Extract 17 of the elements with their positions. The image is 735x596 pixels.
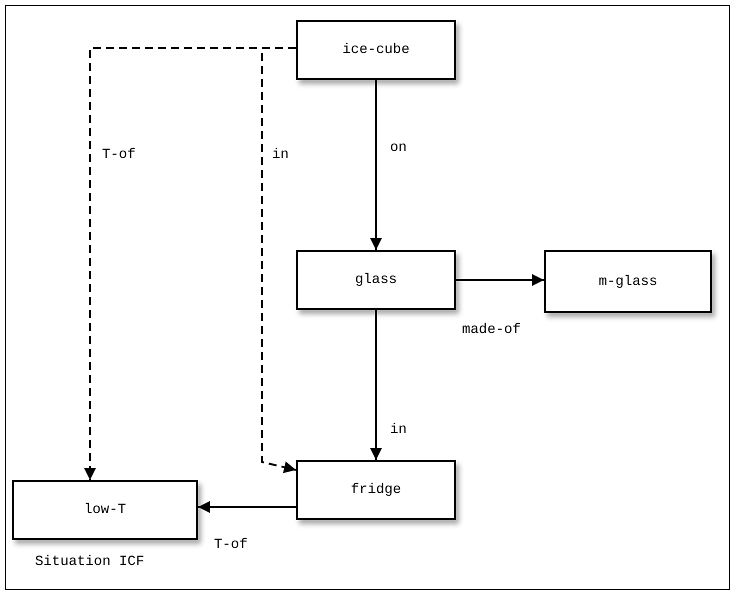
- arrow: [198, 501, 296, 513]
- arrow: [370, 80, 382, 250]
- concept-box: [296, 460, 456, 520]
- arrow: [370, 310, 382, 460]
- dashed-arrow: [261, 47, 296, 474]
- concept-box: [296, 20, 456, 80]
- node-label: m-glass: [598, 274, 658, 290]
- concept-box: [12, 480, 198, 540]
- node-label: ice-cube: [342, 42, 410, 58]
- frame-title: Situation ICF: [35, 554, 144, 570]
- concept-box: [296, 250, 456, 310]
- node-label: low-T: [84, 502, 126, 518]
- concept-box: [544, 250, 712, 313]
- situation-frame: [5, 5, 730, 590]
- node-label: glass: [354, 272, 397, 288]
- arrow: [456, 274, 544, 286]
- node-label: fridge: [350, 482, 402, 498]
